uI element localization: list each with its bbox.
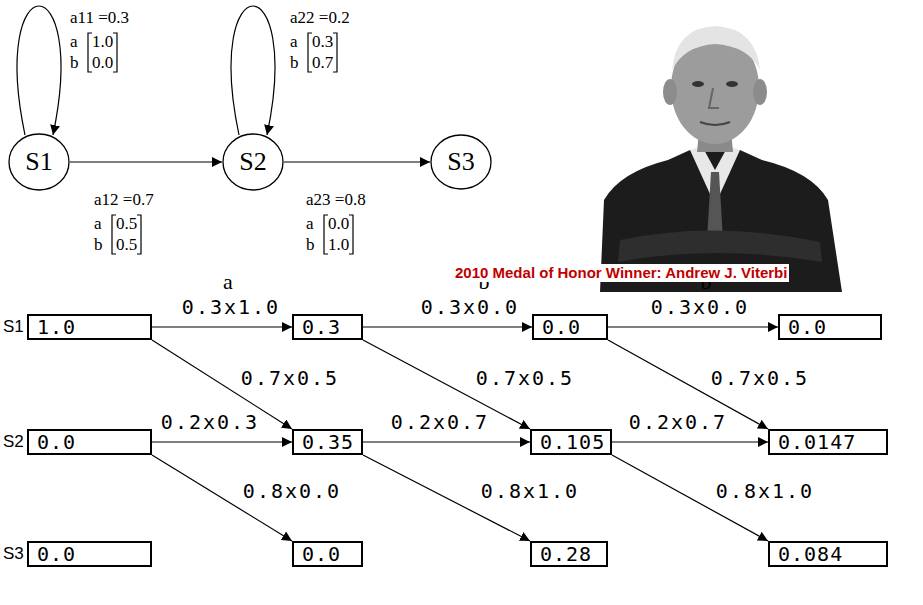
state-name: S1 (25, 147, 52, 177)
transition-arrow (152, 326, 292, 327)
score-value: 0.0147 (778, 431, 856, 453)
emission-symbol: b (94, 235, 103, 255)
trellis-box: 0.3 (292, 314, 363, 340)
transition-arrow (152, 441, 292, 442)
path-score-formula: 0.2x0.7 (389, 411, 491, 433)
path-score-formula: 0.2x0.7 (627, 411, 729, 433)
probability-value: 0.5 (116, 214, 137, 234)
probability-value: 0.7 (312, 53, 333, 73)
probability-value: 0.3 (312, 32, 333, 52)
path-score-formula: 0.8x0.0 (241, 480, 343, 502)
score-value: 0.0 (37, 543, 76, 565)
state-row-label: S2 (3, 432, 24, 452)
state-row-label: S3 (3, 544, 24, 564)
score-value: 0.084 (778, 543, 843, 565)
score-value: 0.28 (540, 543, 592, 565)
emission-symbol: a (290, 32, 298, 52)
emission-symbol: b (290, 53, 299, 73)
photo-caption: 2010 Medal of Honor Winner: Andrew J. Vi… (453, 264, 789, 282)
trellis-box: 0.0147 (768, 429, 888, 455)
probability-value: 0.0 (92, 53, 113, 73)
emission-symbol: b (70, 53, 79, 73)
observation-header: a (223, 270, 233, 294)
path-score-formula: 0.7x0.5 (474, 367, 576, 389)
transition-probability: a11 =0.3 (70, 8, 129, 28)
emission-symbol: a (306, 214, 314, 234)
probability-value: 0.0 (328, 214, 349, 234)
trellis-box: 0.35 (292, 429, 363, 455)
probability-value: 0.5 (116, 235, 137, 255)
path-score-formula: 0.3x0.0 (419, 296, 521, 318)
path-score-formula: 0.7x0.5 (709, 367, 811, 389)
score-value: 0.0 (788, 316, 827, 338)
score-value: 0.0 (37, 431, 76, 453)
score-value: 1.0 (37, 316, 76, 338)
state-circle: S2 (222, 133, 284, 191)
path-score-formula: 0.8x1.0 (714, 480, 816, 502)
state-outline (223, 134, 283, 190)
score-value: 0.35 (302, 431, 354, 453)
transition-arrow (70, 161, 222, 162)
transition-arrow (608, 326, 778, 327)
probability-value: 1.0 (92, 32, 113, 52)
path-score-formula: 0.7x0.5 (239, 367, 341, 389)
probability-value: 1.0 (328, 235, 349, 255)
trellis-box: 0.084 (768, 541, 888, 567)
transition-probability: a22 =0.2 (290, 8, 350, 28)
transition-arrow (17, 6, 61, 135)
transition-arrow (284, 161, 430, 162)
portrait-photo (497, 0, 923, 292)
emission-symbol: b (306, 235, 315, 255)
state-name: S2 (239, 147, 266, 177)
trellis-box: 0.28 (530, 541, 608, 567)
trellis-box: 0.0 (292, 541, 363, 567)
emission-symbol: a (70, 32, 78, 52)
trellis-box: 0.0 (27, 429, 152, 455)
transition-arrow (612, 441, 768, 442)
state-circle: S3 (430, 134, 492, 190)
trellis-box: 0.0 (27, 541, 152, 567)
transition-arrow (363, 441, 530, 442)
score-value: 0.105 (540, 431, 605, 453)
state-outline (431, 135, 491, 189)
trellis-box: 0.0 (778, 314, 882, 340)
trellis-box: 1.0 (27, 314, 152, 340)
emission-symbol: a (94, 214, 102, 234)
path-score-formula: 0.3x0.0 (649, 296, 751, 318)
state-row-label: S1 (3, 317, 24, 337)
path-score-formula: 0.8x1.0 (479, 480, 581, 502)
score-value: 0.0 (542, 316, 581, 338)
path-score-formula: 0.3x1.0 (180, 296, 282, 318)
transition-probability: a12 =0.7 (94, 190, 154, 210)
state-name: S3 (447, 147, 474, 177)
transition-arrow (231, 6, 275, 135)
state-outline (9, 134, 69, 190)
trellis-box: 0.0 (532, 314, 608, 340)
state-circle: S1 (8, 133, 70, 191)
transition-arrow (363, 326, 532, 327)
matrix-bracket (88, 33, 353, 254)
score-value: 0.0 (302, 543, 341, 565)
trellis-box: 0.105 (530, 429, 612, 455)
transition-probability: a23 =0.8 (306, 190, 366, 210)
path-score-formula: 0.2x0.3 (159, 411, 261, 433)
score-value: 0.3 (302, 316, 341, 338)
